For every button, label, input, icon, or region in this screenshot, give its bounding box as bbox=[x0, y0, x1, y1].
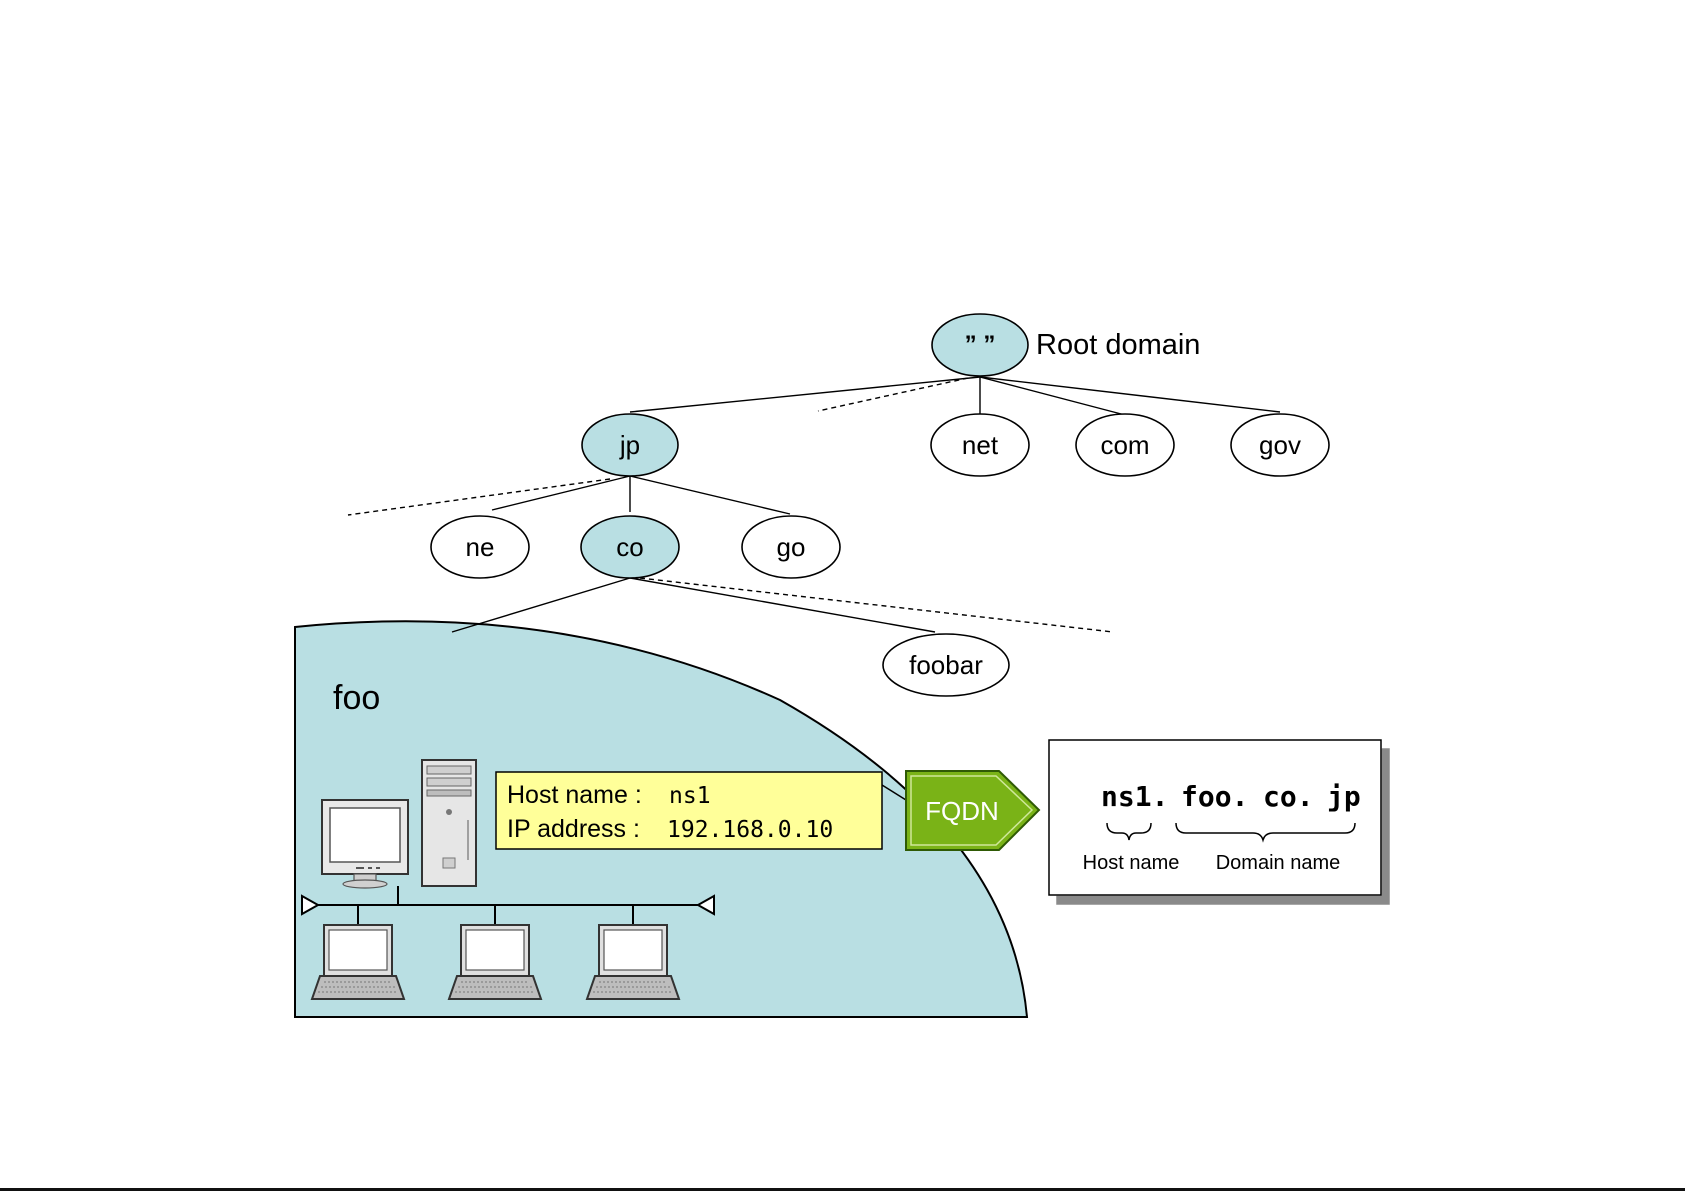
node-label-net: net bbox=[962, 430, 999, 460]
fqdn-arrow: FQDN bbox=[882, 771, 1039, 850]
fqdn-part-jp: jp bbox=[1327, 780, 1361, 813]
root-domain-caption: Root domain bbox=[1036, 329, 1200, 361]
laptop-icon bbox=[587, 925, 679, 999]
ip-address-value: 192.168.0.10 bbox=[667, 817, 833, 843]
root-node-label: ” ” bbox=[965, 331, 996, 358]
laptop-icon bbox=[449, 925, 541, 999]
fqdn-part-co: co. bbox=[1263, 780, 1314, 813]
domain-name-caption: Domain name bbox=[1216, 852, 1341, 874]
tree-node-root: ” ” bbox=[932, 314, 1028, 376]
fqdn-part-host: ns1. bbox=[1101, 780, 1168, 813]
network-label-foo: foo bbox=[333, 679, 380, 717]
ip-address-label: IP address : bbox=[507, 815, 640, 843]
tree-node-ne: ne bbox=[431, 516, 529, 578]
tree-node-com: com bbox=[1076, 414, 1174, 476]
fqdn-breakdown-box: ns1. foo. co. jp Host name Domain name bbox=[1049, 740, 1381, 895]
host-info-box: Host name : ns1 IP address : 192.168.0.1… bbox=[496, 772, 882, 849]
tree-node-foobar: foobar bbox=[883, 634, 1009, 696]
tree-node-jp: jp bbox=[582, 414, 678, 476]
node-label-jp: jp bbox=[619, 430, 640, 460]
node-label-ne: ne bbox=[466, 532, 495, 562]
tree-node-net: net bbox=[931, 414, 1029, 476]
node-label-co: co bbox=[616, 532, 643, 562]
fqdn-part-foo: foo. bbox=[1181, 780, 1248, 813]
node-label-go: go bbox=[777, 532, 806, 562]
host-name-label: Host name : bbox=[507, 781, 642, 809]
desktop-monitor-icon bbox=[322, 800, 408, 888]
tree-node-go: go bbox=[742, 516, 840, 578]
fqdn-label: FQDN bbox=[925, 796, 999, 826]
node-label-gov: gov bbox=[1259, 430, 1301, 460]
host-name-value: ns1 bbox=[669, 783, 711, 809]
laptop-icon bbox=[312, 925, 404, 999]
host-name-caption: Host name bbox=[1083, 852, 1180, 874]
tower-server-icon bbox=[422, 760, 476, 886]
tree-node-co: co bbox=[581, 516, 679, 578]
node-label-foobar: foobar bbox=[909, 650, 983, 680]
tree-node-gov: gov bbox=[1231, 414, 1329, 476]
node-label-com: com bbox=[1100, 430, 1149, 460]
